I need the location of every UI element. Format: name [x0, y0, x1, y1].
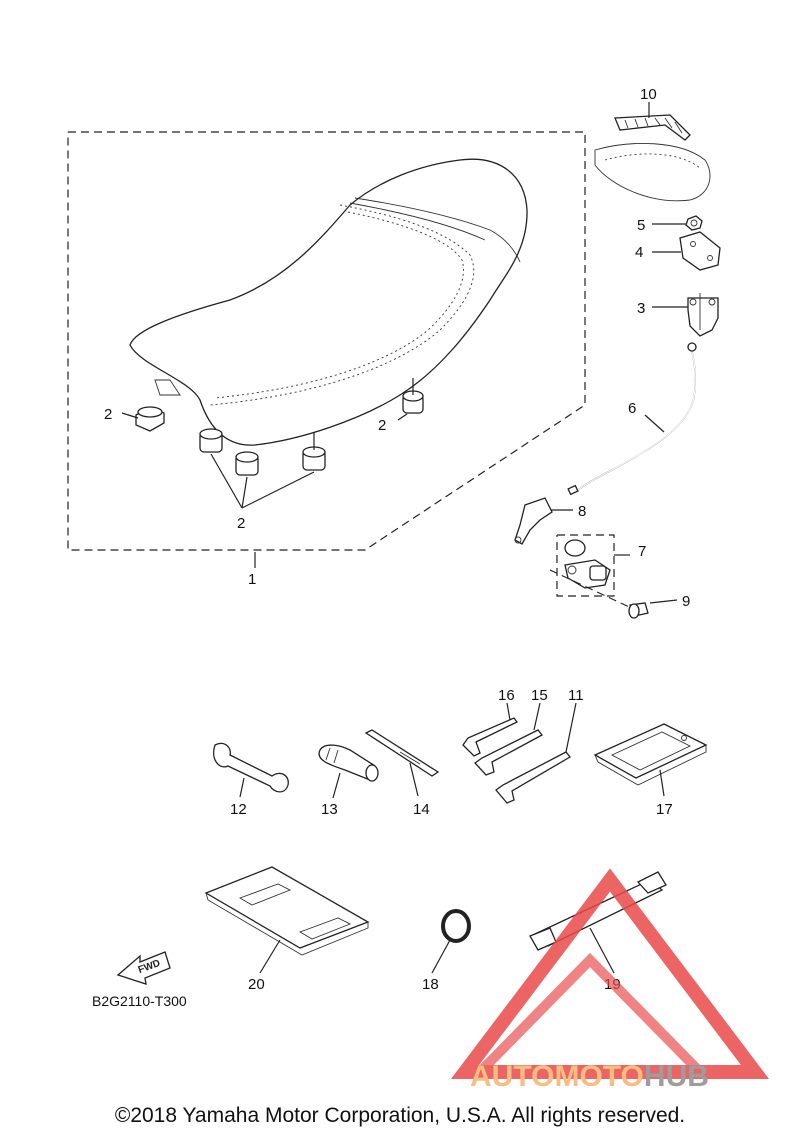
lock-hardware-group	[594, 102, 721, 337]
callout-12: 12	[230, 801, 247, 818]
seat-assembly-group	[67, 131, 586, 568]
tool-bag[interactable]	[593, 723, 708, 786]
damper-front-right[interactable]	[302, 446, 326, 471]
callout-7: 7	[638, 543, 646, 560]
nut[interactable]	[685, 215, 703, 231]
callout-2c: 2	[237, 515, 245, 532]
callout-labels: 1 2 2 2 3 4 5 6 7 8 9 10 11 12 13 14 15 …	[104, 86, 690, 993]
hex-wrench-large[interactable]	[495, 751, 571, 804]
lock-assembly-group	[514, 497, 678, 619]
drawing-code: B2G2110-T300	[92, 993, 187, 1009]
lock-plate[interactable]	[679, 231, 721, 271]
watermark-text: AUTOMOTOHUB	[470, 1060, 709, 1093]
cable-stay[interactable]	[514, 497, 553, 545]
screwdriver-handle[interactable]	[318, 744, 379, 782]
hex-wrench-small[interactable]	[462, 717, 518, 757]
watermark-word-orange: AUTOMOTO	[470, 1060, 644, 1093]
watermark-logo: AUTOMOTOHUB	[450, 868, 770, 1093]
watermark-word-gray: HUB	[644, 1060, 709, 1093]
lock-bracket[interactable]	[687, 293, 719, 337]
callout-20: 20	[248, 976, 265, 993]
seat[interactable]	[129, 158, 528, 446]
callout-15: 15	[531, 687, 548, 704]
damper-rear[interactable]	[135, 406, 165, 432]
callout-1: 1	[248, 571, 256, 588]
callout-11: 11	[568, 687, 584, 704]
screwdriver-bit[interactable]	[364, 729, 440, 777]
callout-14: 14	[413, 801, 430, 818]
callout-6: 6	[628, 400, 636, 417]
seat-lock[interactable]	[564, 539, 611, 589]
callout-16: 16	[498, 687, 515, 704]
damper-front-left[interactable]	[199, 428, 223, 453]
callout-2b: 2	[378, 417, 386, 434]
forward-arrow-icon: FWD	[116, 951, 171, 985]
toolkit-group	[213, 702, 708, 804]
wrench[interactable]	[213, 742, 289, 793]
callout-5: 5	[637, 217, 645, 234]
callout-4: 4	[635, 244, 643, 261]
callout-3: 3	[637, 300, 645, 317]
callout-18: 18	[422, 976, 439, 993]
damper-front-mid[interactable]	[235, 451, 259, 476]
bolt[interactable]	[628, 602, 649, 619]
callout-10: 10	[640, 86, 657, 103]
o-ring[interactable]	[441, 909, 471, 943]
copyright-notice: ©2018 Yamaha Motor Corporation, U.S.A. A…	[114, 1104, 686, 1127]
callout-9: 9	[682, 593, 690, 610]
callout-2a: 2	[104, 406, 112, 423]
callout-8: 8	[578, 503, 586, 520]
rubber-seal[interactable]	[614, 114, 691, 141]
owners-manual[interactable]	[204, 866, 370, 956]
callout-13: 13	[321, 801, 338, 818]
hex-wrench-medium[interactable]	[474, 729, 543, 776]
callout-17: 17	[656, 801, 673, 818]
watermark-triangle-inner	[468, 952, 712, 1077]
seat-lock-cable[interactable]	[567, 342, 697, 496]
